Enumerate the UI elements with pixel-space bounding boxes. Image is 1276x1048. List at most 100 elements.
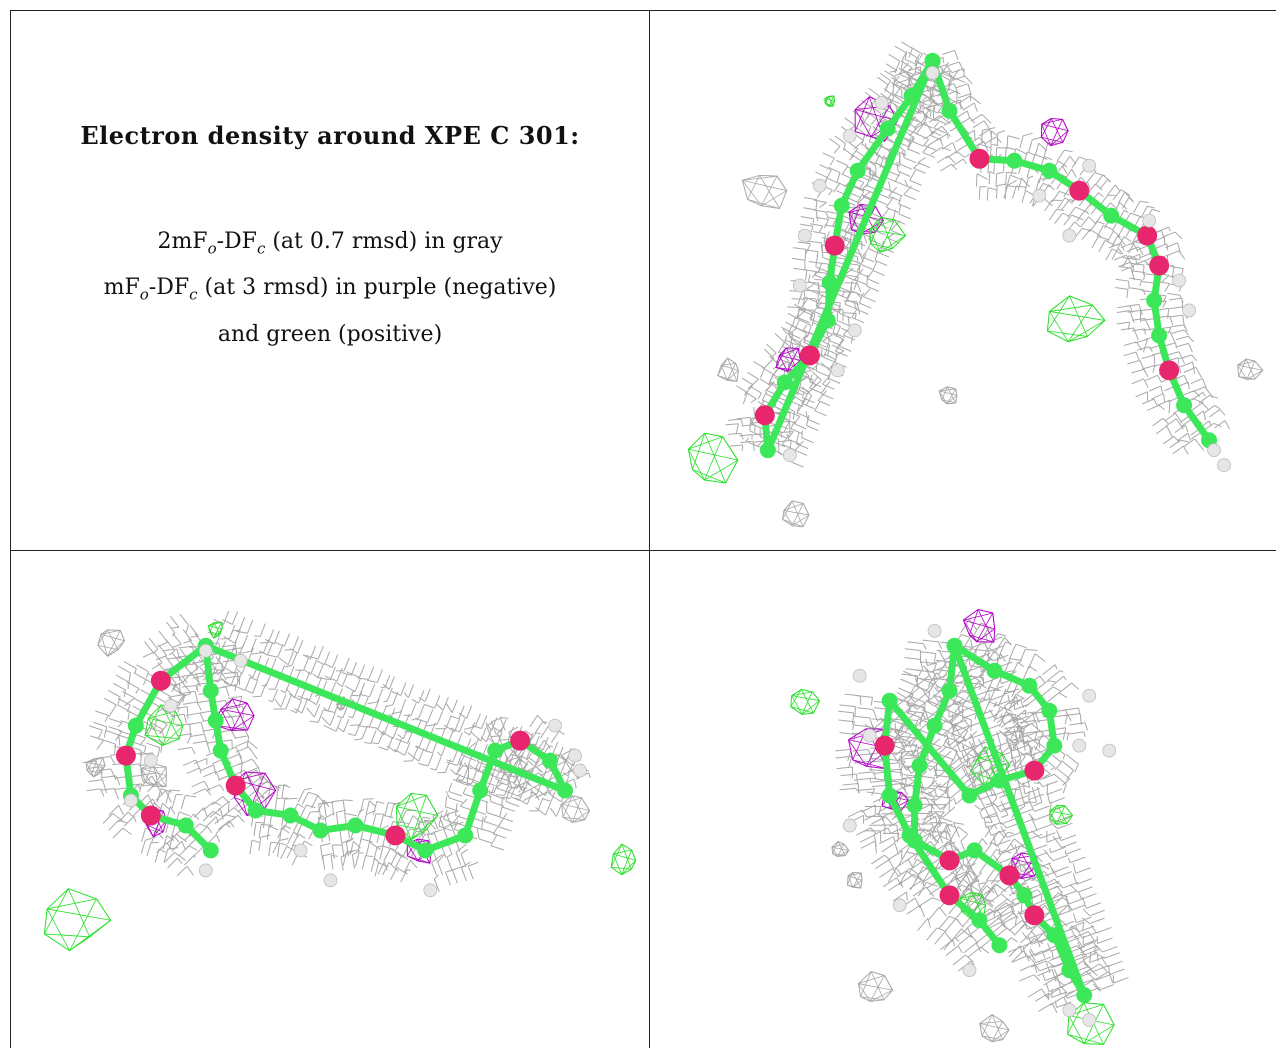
density-mesh-segment — [1072, 913, 1077, 923]
density-mesh-segment — [1126, 246, 1139, 253]
hydrogen-atom — [233, 653, 248, 668]
density-mesh-segment — [888, 53, 901, 62]
density-mesh-segment — [956, 151, 965, 158]
positive-density-blob — [833, 95, 835, 101]
density-mesh-segment — [141, 775, 153, 787]
density-mesh-segment — [997, 130, 1006, 134]
oxygen-atom — [969, 148, 990, 169]
density-mesh-segment — [794, 423, 807, 430]
density-mesh-segment — [1060, 834, 1076, 842]
density-mesh-segment — [963, 744, 974, 751]
density-mesh-segment — [937, 641, 943, 649]
density-mesh-segment — [897, 750, 911, 762]
density-mesh-segment — [945, 918, 957, 932]
density-mesh-segment — [1026, 151, 1035, 156]
density-mesh-segment — [918, 670, 922, 677]
density-mesh-segment — [961, 705, 977, 713]
density-mesh-segment — [982, 701, 990, 717]
density-mesh-segment — [1046, 783, 1049, 795]
density-mesh-segment — [183, 713, 187, 724]
density-mesh-segment — [942, 724, 955, 736]
density-mesh-segment — [330, 855, 334, 870]
density-mesh-segment — [852, 721, 855, 731]
density-mesh-segment — [403, 714, 411, 717]
density-mesh-segment — [949, 826, 959, 841]
density-mesh-segment — [898, 195, 902, 205]
density-mesh-segment — [780, 431, 794, 434]
negative-density-blob — [1041, 123, 1069, 132]
density-mesh-segment — [1169, 314, 1183, 318]
density-mesh-segment — [1183, 438, 1196, 447]
density-mesh-segment — [529, 791, 538, 795]
density-mesh-segment — [1153, 398, 1158, 406]
density-mesh-segment — [1123, 236, 1132, 243]
density-mesh-segment — [526, 791, 533, 805]
density-mesh-segment — [156, 842, 167, 853]
hydrogen-atom — [1217, 458, 1231, 473]
density-mesh-segment — [277, 842, 281, 857]
hydrogen-atom — [1062, 228, 1077, 243]
density-mesh-segment — [222, 796, 229, 803]
density-mesh-segment — [1184, 424, 1189, 433]
density-mesh-segment — [400, 869, 408, 883]
density-mesh-segment — [996, 171, 1005, 175]
density-mesh-segment — [547, 791, 553, 797]
density-mesh-segment — [335, 812, 339, 827]
density-mesh-segment — [861, 249, 869, 258]
carbon-atom — [202, 842, 219, 859]
hydrogen-atom — [163, 698, 178, 713]
density-mesh-segment — [1070, 925, 1080, 933]
density-mesh-segment — [932, 785, 949, 789]
density-mesh-segment — [987, 636, 1003, 643]
density-mesh-segment — [764, 348, 775, 359]
density-mesh-segment — [1112, 189, 1122, 201]
density-mesh-fragment — [747, 175, 760, 200]
density-mesh-segment — [409, 828, 417, 831]
density-mesh-segment — [1069, 856, 1086, 864]
density-mesh-fragment — [939, 388, 956, 392]
density-mesh-segment — [166, 621, 176, 634]
density-mesh-segment — [902, 83, 915, 89]
density-mesh-segment — [1130, 261, 1133, 267]
density-mesh-segment — [844, 303, 858, 310]
density-mesh-segment — [968, 883, 980, 892]
density-mesh-segment — [858, 265, 861, 274]
density-mesh-segment — [157, 708, 164, 713]
density-mesh-segment — [1128, 196, 1135, 203]
density-mesh-segment — [960, 749, 973, 761]
density-mesh-segment — [1174, 424, 1186, 434]
density-mesh-segment — [507, 726, 515, 740]
density-mesh-segment — [446, 759, 453, 763]
density-mesh-segment — [809, 223, 823, 227]
density-mesh-segment — [841, 165, 849, 175]
density-mesh-segment — [1141, 280, 1155, 284]
negative-density-blob — [1050, 118, 1064, 143]
density-mesh-segment — [446, 761, 458, 766]
positive-density-blob — [396, 806, 438, 816]
density-mesh-segment — [1025, 648, 1038, 651]
density-mesh-segment — [1214, 405, 1221, 410]
density-mesh-segment — [996, 132, 999, 146]
density-mesh-segment — [1056, 904, 1069, 917]
density-mesh-segment — [1050, 766, 1056, 771]
density-mesh-segment — [917, 674, 931, 686]
density-mesh-segment — [815, 254, 819, 267]
density-mesh-segment — [868, 87, 880, 97]
positive-density-blob — [213, 628, 223, 639]
density-mesh-segment — [894, 842, 900, 855]
hydrogen-atom — [1082, 158, 1097, 173]
density-mesh-segment — [383, 845, 395, 851]
density-mesh-segment — [1028, 139, 1033, 153]
density-mesh-segment — [870, 697, 874, 706]
density-mesh-segment — [1203, 405, 1216, 414]
density-mesh-segment — [500, 768, 507, 782]
density-mesh-segment — [989, 908, 997, 914]
density-mesh-segment — [158, 689, 172, 697]
density-mesh-segment — [232, 629, 240, 632]
density-mesh-segment — [810, 226, 814, 233]
density-mesh-segment — [203, 807, 208, 818]
density-mesh-segment — [114, 787, 129, 790]
density-mesh-segment — [318, 803, 322, 818]
density-mesh-segment — [1027, 950, 1043, 958]
positive-density-blob — [47, 898, 97, 910]
